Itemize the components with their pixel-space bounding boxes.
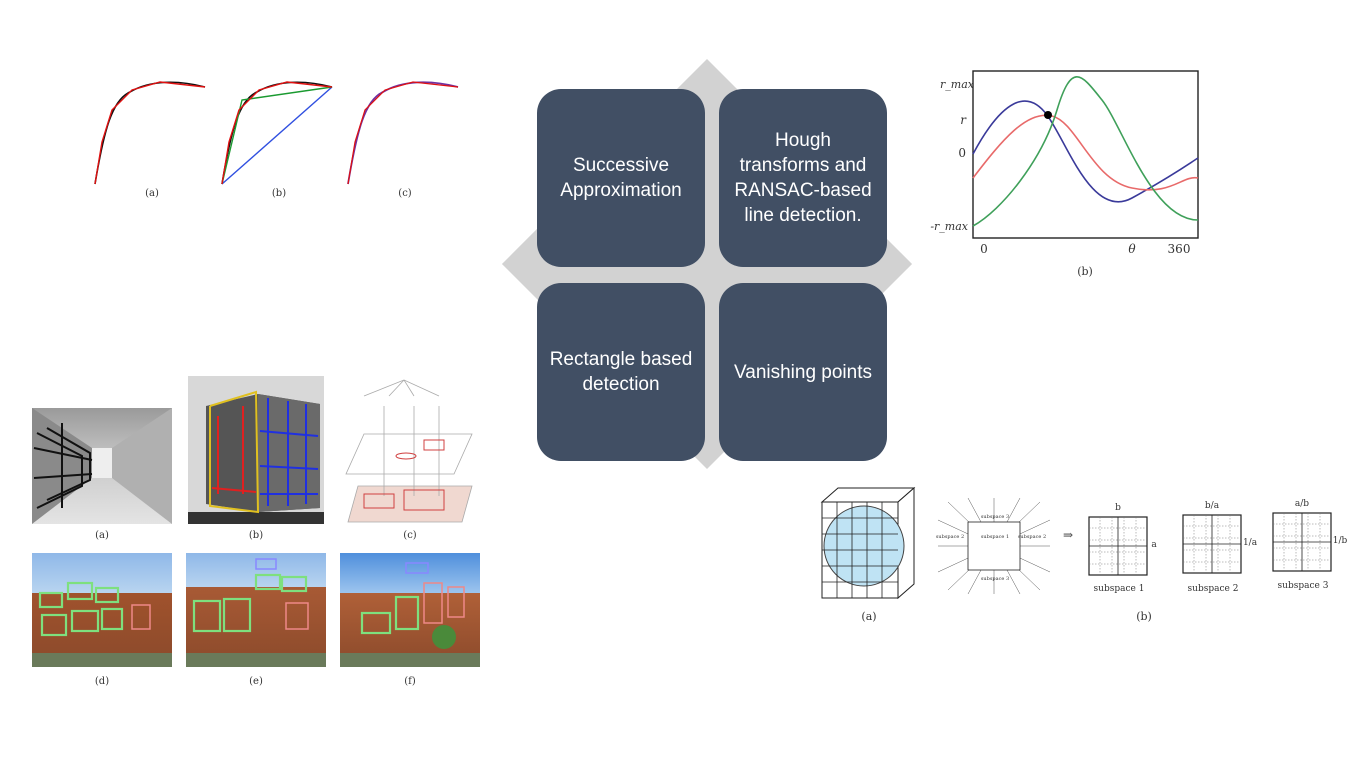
brick-building-image-e xyxy=(186,553,326,667)
arrow-icon: ⇒ xyxy=(1062,528,1074,542)
subspace-grid-1 xyxy=(1088,516,1148,576)
box-vanishing-points: Vanishing points xyxy=(719,283,887,461)
y-tick-label: r_max xyxy=(940,78,974,91)
subspace-label: subspace 2 xyxy=(1017,534,1047,540)
brick-building-image-f xyxy=(340,553,480,667)
caption: (b) xyxy=(271,188,287,199)
x-tick-label: 0 xyxy=(980,242,988,256)
caption: (c) xyxy=(398,188,412,199)
caption: (c) xyxy=(403,530,417,541)
subspace-partition-diagram xyxy=(938,498,1050,594)
curve-panel-b xyxy=(221,81,333,185)
subspace-axis-label: 1/a xyxy=(1242,538,1258,548)
box-rectangle-detection: Rectangle based detection xyxy=(537,283,705,461)
caption: (f) xyxy=(404,676,416,687)
brick-building-image-d xyxy=(32,553,172,667)
intersection-point xyxy=(1044,111,1052,119)
box-label: Rectangle based detection xyxy=(549,349,693,395)
plot-frame xyxy=(972,70,1199,239)
subspace-axis-label: a/b xyxy=(1294,499,1310,509)
approximation-curves-figure xyxy=(94,81,459,185)
y-tick-label: -r_max xyxy=(930,220,968,233)
box-successive-approximation: Successive Approximation xyxy=(537,89,705,267)
y-tick-label: 0 xyxy=(958,146,966,160)
subspace-axis-label: a xyxy=(1151,540,1157,550)
subspace-label: subspace 3 xyxy=(980,576,1010,582)
subspace-name: subspace 3 xyxy=(1277,581,1329,591)
x-tick-label: θ xyxy=(1128,242,1136,256)
box-label: Successive Approximation xyxy=(560,155,682,201)
curve-panel-c xyxy=(347,81,459,185)
subspace-grid-3 xyxy=(1272,512,1332,572)
subspace-axis-label: b/a xyxy=(1204,501,1220,511)
box-label: Hough transforms and RANSAC-based line d… xyxy=(734,130,872,226)
caption: (b) xyxy=(1077,265,1093,278)
curve-panel-a xyxy=(94,81,206,185)
building-lines-image xyxy=(188,376,324,524)
caption: (a) xyxy=(95,530,109,541)
hough-sinusoid-plot xyxy=(972,70,1199,239)
corridor-image xyxy=(32,408,172,524)
caption: (b) xyxy=(1136,610,1152,623)
subspace-axis-label: b xyxy=(1115,503,1121,513)
caption: (d) xyxy=(94,676,110,687)
y-tick-label: r xyxy=(960,113,966,127)
gaussian-sphere-cube xyxy=(820,486,916,600)
caption: (a) xyxy=(861,610,877,623)
subspace-name: subspace 2 xyxy=(1187,584,1239,594)
subspace-grid-2 xyxy=(1182,514,1242,574)
subspace-label: subspace 3 xyxy=(980,514,1010,520)
subspace-label: subspace 1 xyxy=(980,534,1010,540)
subspace-name: subspace 1 xyxy=(1093,584,1145,594)
subspace-label: subspace 2 xyxy=(935,534,965,540)
box-label: Vanishing points xyxy=(733,361,873,383)
hierarchy-tree-diagram xyxy=(345,379,473,523)
subspace-axis-label: 1/b xyxy=(1332,536,1348,546)
x-tick-label: 360 xyxy=(1167,242,1191,256)
caption: (e) xyxy=(249,676,263,687)
box-hough-ransac: Hough transforms and RANSAC-based line d… xyxy=(719,89,887,267)
series-curve-green xyxy=(972,76,1199,227)
caption: (b) xyxy=(248,530,264,541)
series-curve-blue xyxy=(972,100,1199,203)
series-curve-red xyxy=(972,114,1199,191)
caption: (a) xyxy=(145,188,159,199)
